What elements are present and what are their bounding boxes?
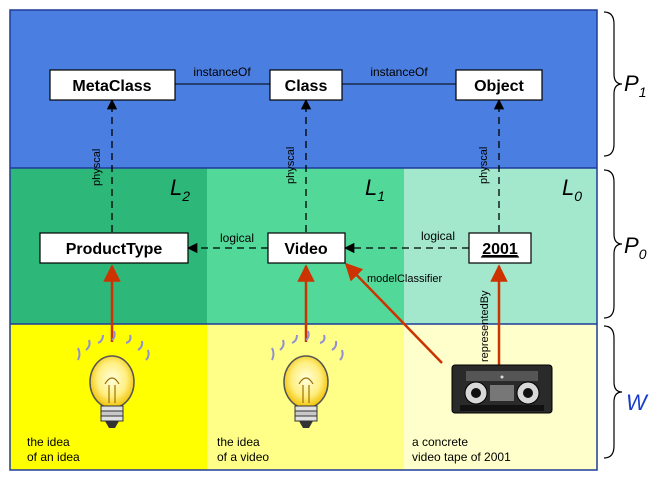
- diagram-border: [9, 9, 598, 471]
- svg-text:2001: 2001: [482, 241, 518, 258]
- node-2001[interactable]: 2001: [468, 232, 532, 264]
- layer-label-p1: P1: [624, 71, 646, 100]
- instanceof-label-1: instanceOf: [193, 65, 251, 79]
- node-metaclass[interactable]: MetaClass: [49, 69, 176, 101]
- svg-text:MetaClass: MetaClass: [72, 78, 151, 95]
- physical-label-2: physcal: [285, 147, 297, 184]
- level-label-l1: L1: [365, 175, 385, 204]
- level-label-l2: L2: [170, 175, 190, 204]
- svg-text:Class: Class: [285, 78, 328, 95]
- layer-label-p0: P0: [624, 233, 647, 262]
- lightbulb-icon: [77, 330, 150, 428]
- node-object[interactable]: Object: [455, 69, 543, 101]
- brace-w: [603, 325, 623, 459]
- lightbulb-icon: [271, 330, 344, 428]
- model-classifier-arrow: [344, 262, 443, 364]
- logical-label-1: logical: [220, 231, 254, 245]
- svg-text:Object: Object: [474, 78, 524, 95]
- svg-text:ProductType: ProductType: [66, 241, 163, 258]
- level-label-l0: L0: [562, 175, 582, 204]
- physical-label-1: physcal: [91, 149, 103, 186]
- represented-by-label: representedBy: [479, 290, 491, 362]
- instanceof-label-2: instanceOf: [370, 65, 428, 79]
- node-producttype[interactable]: ProductType: [39, 232, 189, 264]
- logical-label-2: logical: [421, 229, 455, 243]
- brace-p0: [603, 169, 623, 319]
- physical-label-3: physcal: [478, 147, 490, 184]
- video-tape-icon: [451, 364, 553, 414]
- model-classifier-label: modelClassifier: [367, 273, 443, 285]
- layer-label-w: W: [626, 390, 649, 415]
- svg-text:Video: Video: [284, 241, 328, 258]
- node-class[interactable]: Class: [269, 69, 343, 101]
- brace-p1: [603, 11, 623, 157]
- node-video[interactable]: Video: [267, 232, 346, 264]
